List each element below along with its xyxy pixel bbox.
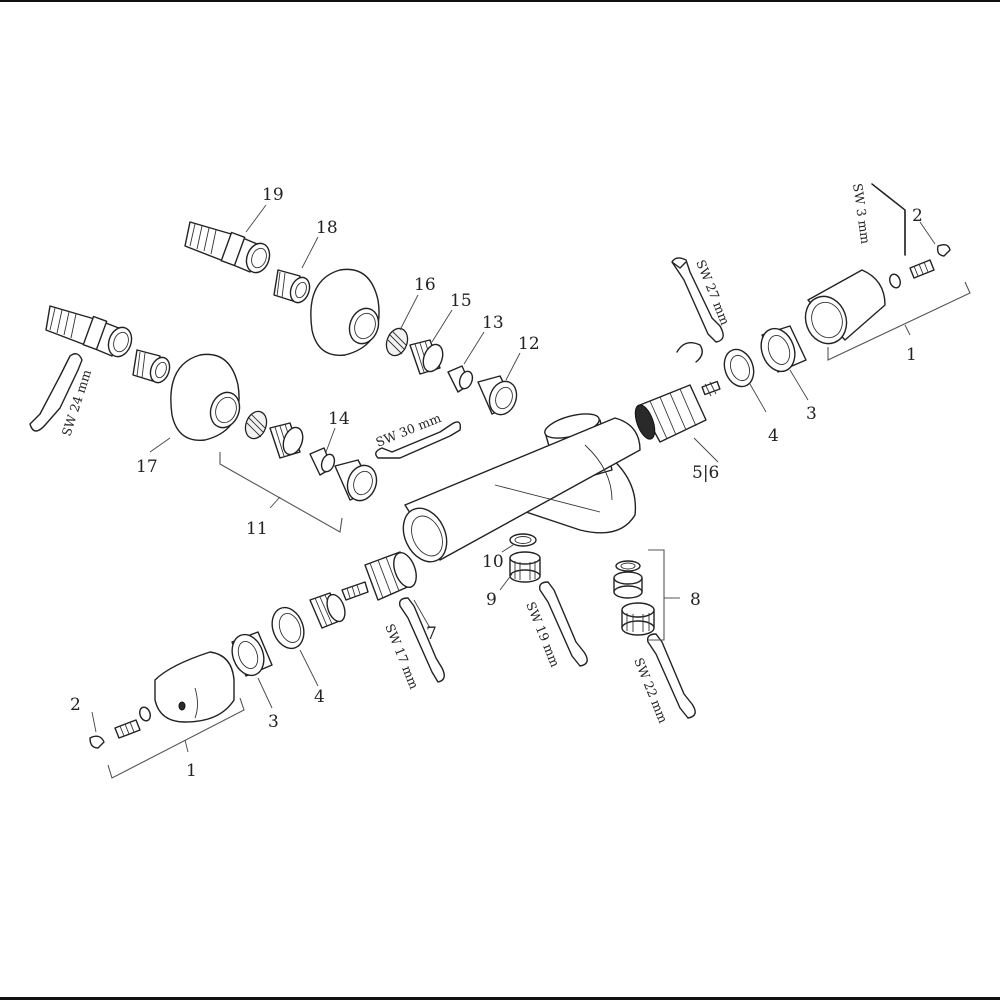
label-15: 15 [450, 291, 472, 311]
part-3-adapter-right [760, 325, 807, 373]
label-4-left: 4 [314, 687, 325, 707]
label-2-right: 2 [912, 206, 923, 226]
label-5-6: 5|6 [692, 463, 719, 483]
bottom-border [0, 997, 1000, 1000]
part-8-aerator-set [613, 560, 655, 636]
part-rosette-top [310, 268, 380, 356]
label-1-right: 1 [906, 345, 917, 365]
label-1-left: 1 [186, 761, 197, 781]
part-1-handle-right [804, 269, 886, 345]
label-12: 12 [518, 334, 540, 354]
part-3-adapter-left [231, 631, 273, 677]
part-clip [676, 342, 703, 363]
part-19-connector-top [184, 221, 271, 274]
part-5-6-thermostatic-cartridge [634, 380, 721, 443]
label-9: 9 [486, 590, 497, 610]
wrench-19mm [538, 581, 588, 667]
part-labels: 19 18 16 15 13 12 14 17 11 2 1 3 4 5|6 1… [70, 185, 923, 781]
label-sw-3mm: SW 3 mm [850, 182, 873, 245]
top-border [0, 0, 1000, 2]
part-15-check-valve-top [409, 339, 444, 375]
label-14: 14 [328, 409, 350, 429]
part-10-seal [509, 533, 537, 547]
label-3-left: 3 [268, 712, 279, 732]
part-13-insert-top [447, 365, 474, 393]
part-4-ring-left [271, 606, 305, 650]
label-17: 17 [136, 457, 158, 477]
part-18-nipple-top [273, 269, 311, 304]
mixer-body [402, 413, 641, 563]
part-9-nozzle [509, 551, 541, 583]
part-12-nut-top [477, 375, 518, 416]
label-4-right: 4 [768, 426, 779, 446]
part-1-handle-left [154, 651, 235, 723]
wrench-30mm [375, 421, 462, 459]
label-19: 19 [262, 185, 284, 205]
part-2-screw-left [89, 706, 151, 749]
label-2-left: 2 [70, 695, 81, 715]
label-8: 8 [690, 590, 701, 610]
part-7-cartridge [341, 551, 417, 601]
label-10: 10 [482, 552, 504, 572]
wrench-22mm [646, 633, 696, 719]
part-18-nipple-lower [132, 349, 171, 384]
label-3-right: 3 [806, 404, 817, 424]
part-16-filter-top [385, 327, 409, 357]
allen-key-3mm [871, 183, 906, 256]
label-7: 7 [426, 624, 437, 644]
part-filter-lower [244, 410, 268, 440]
part-2-screw-right [889, 243, 951, 289]
label-11: 11 [246, 519, 268, 539]
part-check-valve-lower [269, 422, 304, 459]
part-4-ring-right [723, 348, 755, 388]
leader-lines [91, 204, 936, 733]
wrench-labels: SW 3 mm SW 27 mm SW 24 mm SW 30 mm SW 17… [59, 182, 874, 725]
part-17-rosette [170, 353, 241, 441]
label-16: 16 [414, 275, 436, 295]
label-18: 18 [316, 218, 338, 238]
part-14-insert [309, 447, 336, 476]
part-nut-lower [334, 459, 378, 502]
label-13: 13 [482, 313, 504, 333]
wrench-24mm [29, 353, 83, 432]
wrench-17mm [398, 597, 445, 683]
bracket-1-right [827, 281, 971, 361]
bracket-1-left [107, 697, 245, 779]
bracket-8 [648, 549, 680, 641]
part-19-connector-lower [45, 305, 133, 358]
part-nut-crown [309, 592, 346, 629]
wrench-27mm [671, 257, 724, 343]
bracket-11 [219, 452, 343, 533]
